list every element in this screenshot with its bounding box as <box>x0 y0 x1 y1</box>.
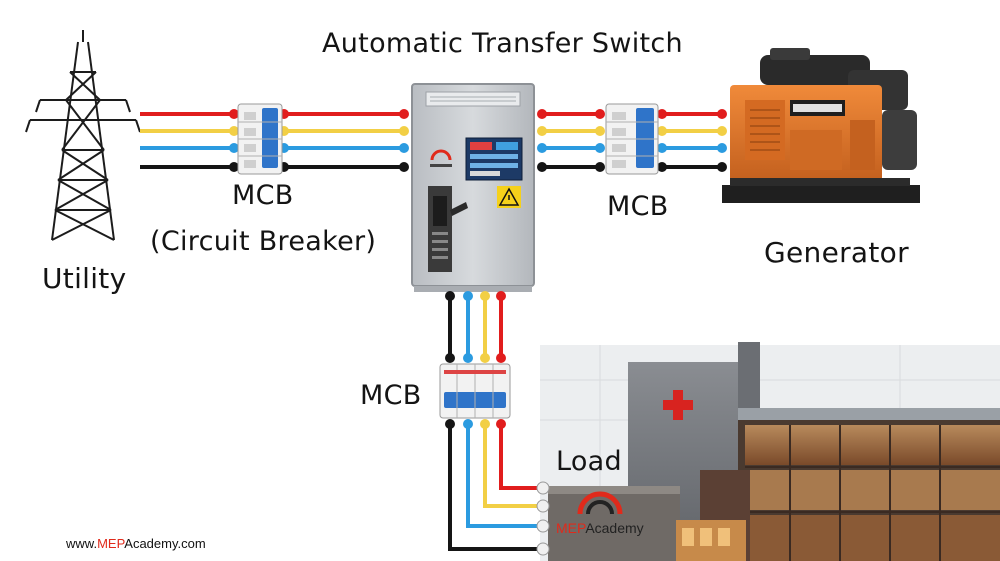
utility-wires <box>140 112 404 169</box>
mcb-utility-label: MCB <box>232 180 294 211</box>
hospital-building-icon <box>540 342 1000 561</box>
generator-label: Generator <box>764 236 909 269</box>
generator-wire-ends <box>537 109 727 172</box>
medical-cross-icon <box>663 390 693 420</box>
mcb-load-label: MCB <box>360 380 422 411</box>
load-label: Load <box>556 446 622 477</box>
load-feed-wires <box>448 424 540 551</box>
mep-logo-icon <box>430 149 452 167</box>
circuit-breaker-label: (Circuit Breaker) <box>150 226 377 257</box>
brand-suffix: Academy <box>585 520 644 536</box>
brand-accent: MEP <box>556 520 586 536</box>
website-link[interactable]: www.MEPAcademy.com <box>66 536 206 551</box>
circuit-breaker-icon <box>439 363 511 419</box>
website-prefix: www. <box>66 536 98 551</box>
warning-icon <box>497 186 521 208</box>
website-suffix: Academy.com <box>124 536 206 551</box>
utility-label: Utility <box>42 262 127 295</box>
mep-logo-icon <box>577 491 623 515</box>
load-feed-wire-ends <box>445 419 550 556</box>
load-wires <box>448 296 503 358</box>
circuit-breaker-icon <box>237 103 283 175</box>
load-wire-ends <box>445 291 506 363</box>
generator-icon <box>722 48 920 203</box>
transmission-tower-icon <box>25 30 141 241</box>
transfer-switch-cabinet-icon <box>411 83 535 292</box>
website-accent: MEP <box>97 536 125 551</box>
generator-wires <box>542 112 722 169</box>
circuit-breaker-icon <box>605 103 659 175</box>
page-title: Automatic Transfer Switch <box>322 28 683 59</box>
mcb-generator-label: MCB <box>607 191 669 222</box>
brand-watermark: MEPAcademy <box>556 520 644 536</box>
